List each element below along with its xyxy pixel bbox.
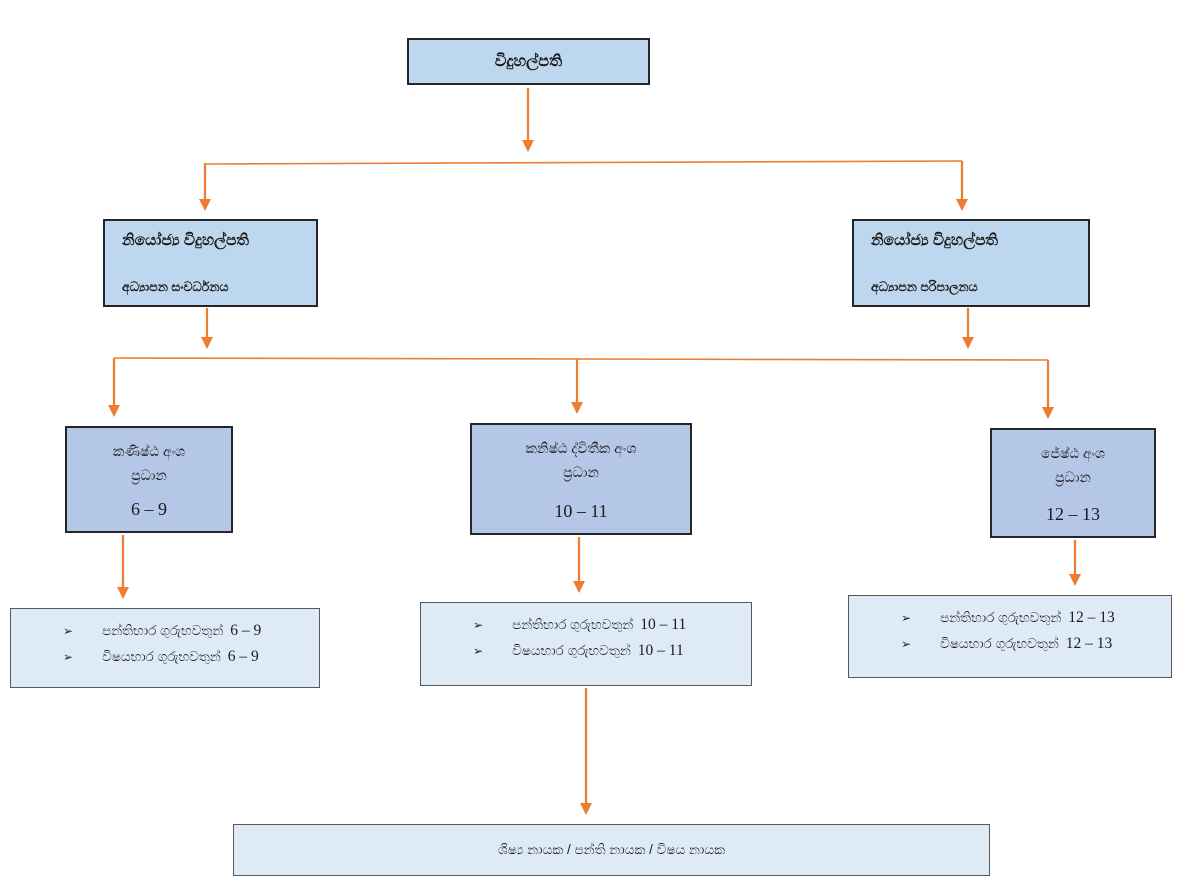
list-item: ➢ පන්තිභාර ගුරුභවතුන් 6 – 9: [63, 618, 313, 644]
grade-range: 12 – 13: [1046, 504, 1100, 524]
arrow-bullet-icon: ➢: [63, 650, 74, 664]
list-item: ➢ විෂයභාර ගුරුභවතුන් 12 – 13: [901, 631, 1165, 657]
list-item: ➢ විෂයභාර ගුරුභවතුන් 10 – 11: [473, 638, 745, 664]
grade-range: 6 – 9: [131, 499, 167, 519]
list-item-text: විෂයභාර ගුරුභවතුන්: [940, 636, 1059, 651]
deputy-title: නියෝජ්‍ය විදුහල්පති: [122, 232, 250, 249]
list-item-text: පන්තිභාර ගුරුභවතුන්: [512, 617, 634, 632]
list-item-range: 12 – 13: [1068, 609, 1115, 626]
section-role: ප්‍රධාන: [563, 464, 599, 480]
list-item-text: විෂයභාර ගුරුභවතුන්: [102, 649, 221, 664]
list-item-range: 12 – 13: [1065, 635, 1113, 652]
junior-section-box: කණිෂ්ඨ අංශ ප්‍රධාන 6 – 9: [65, 426, 233, 533]
list-item-text: පන්තිභාර ගුරුභවතුන්: [940, 610, 1062, 625]
list-item: ➢ පන්තිභාර ගුරුභවතුන් 12 – 13: [901, 605, 1165, 631]
list-item: ➢ පන්තිභාර ගුරුභවතුන් 10 – 11: [473, 612, 745, 638]
section-role: ප්‍රධාන: [131, 467, 167, 483]
principal-box: විදුහල්පති: [407, 38, 650, 85]
junior-secondary-section-box: කනිෂ්ඨ ද්විතීක අංශ ප්‍රධාන 10 – 11: [470, 423, 692, 535]
section-name: කනිෂ්ඨ ද්විතීක අංශ: [525, 440, 637, 456]
teachers-list-12-13-box: ➢ පන්තිභාර ගුරුභවතුන් 12 – 13 ➢ විෂයභාර …: [848, 595, 1172, 678]
section-name: ජේෂ්ඨ අංශ: [1040, 445, 1106, 461]
senior-section-box: ජේෂ්ඨ අංශ ප්‍රධාන 12 – 13: [990, 428, 1156, 538]
deputy-title: නියෝජ්‍ය විදුහල්පති: [871, 232, 999, 249]
deputy-subtitle: අධ්‍යාපන පරිපාලනය: [871, 280, 978, 294]
deputy-development-box: නියෝජ්‍ය විදුහල්පති අධ්‍යාපන සංවර්ධනය: [103, 219, 318, 307]
deputy-subtitle: අධ්‍යාපන සංවර්ධනය: [122, 280, 229, 294]
arrow-bullet-icon: ➢: [901, 611, 912, 625]
arrow-bullet-icon: ➢: [901, 637, 912, 651]
section-role: ප්‍රධාන: [1055, 469, 1091, 485]
list-item-range: 10 – 11: [640, 616, 687, 633]
arrow-bullet-icon: ➢: [63, 624, 74, 638]
student-leaders-box: ශිෂ්‍ය නායක / පන්ති නායක / විෂය නායක: [233, 824, 990, 876]
teachers-list-6-9-box: ➢ පන්තිභාර ගුරුභවතුන් 6 – 9 ➢ විෂයභාර ගු…: [10, 608, 320, 688]
list-item-range: 6 – 9: [227, 648, 259, 665]
list-item: ➢ විෂයභාර ගුරුභවතුන් 6 – 9: [63, 644, 313, 670]
list-item-range: 10 – 11: [637, 642, 684, 659]
arrow-bullet-icon: ➢: [473, 644, 484, 658]
list-item-text: විෂයභාර ගුරුභවතුන්: [512, 643, 631, 658]
deputy-administration-box: නියෝජ්‍ය විදුහල්පති අධ්‍යාපන පරිපාලනය: [852, 219, 1090, 307]
grade-range: 10 – 11: [554, 501, 608, 521]
list-item-range: 6 – 9: [230, 622, 262, 639]
arrow-bullet-icon: ➢: [473, 618, 484, 632]
teachers-list-10-11-box: ➢ පන්තිභාර ගුරුභවතුන් 10 – 11 ➢ විෂයභාර …: [420, 602, 752, 686]
list-item-text: පන්තිභාර ගුරුභවතුන්: [102, 623, 224, 638]
section-name: කණිෂ්ඨ අංශ: [112, 443, 186, 459]
